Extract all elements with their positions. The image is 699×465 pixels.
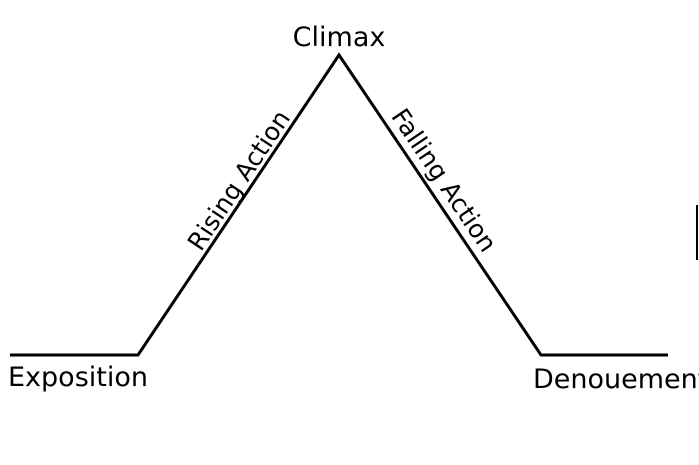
rising-action-label: Rising Action xyxy=(182,105,296,256)
falling-action-label: Falling Action xyxy=(386,103,503,257)
plot-outline xyxy=(10,52,668,357)
denouement-label: Denouement xyxy=(533,364,699,395)
right-edge-mark xyxy=(696,205,698,260)
exposition-label: Exposition xyxy=(8,362,148,393)
climax-label: Climax xyxy=(293,22,386,53)
